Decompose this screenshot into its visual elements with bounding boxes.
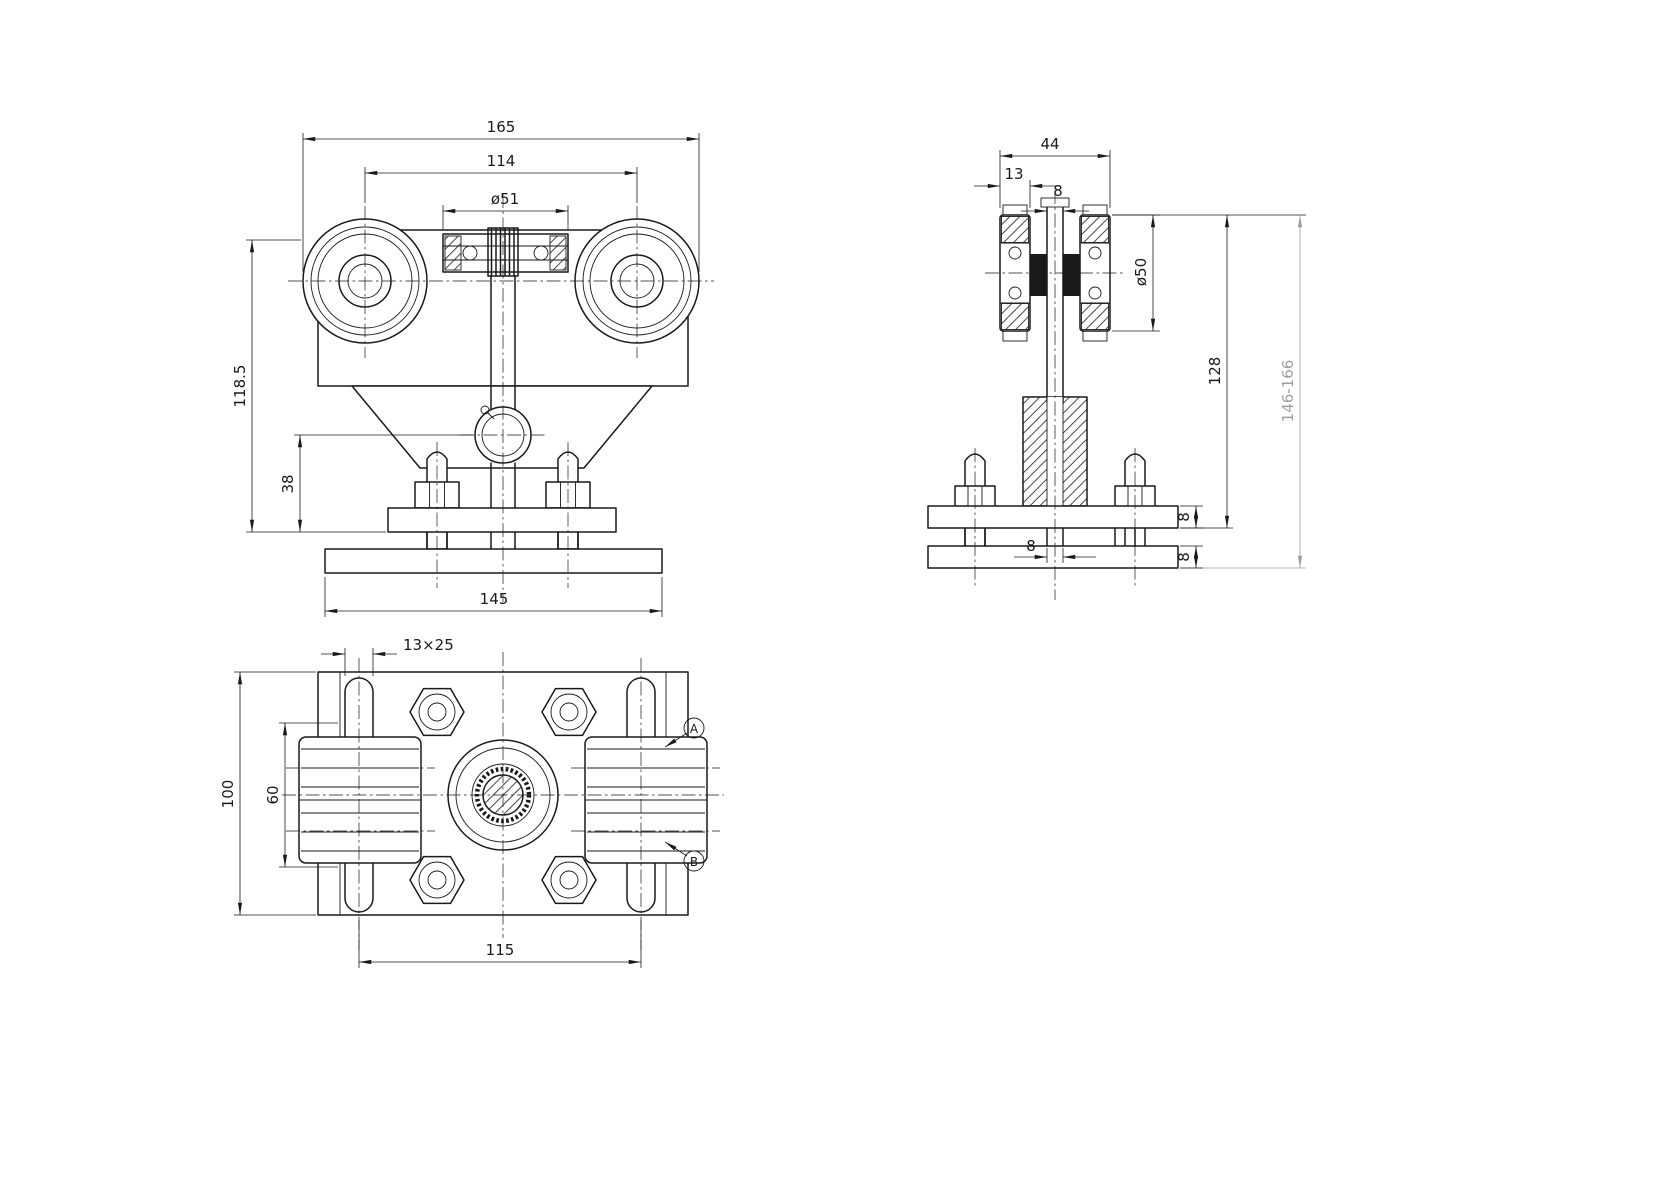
side-centerlines	[974, 190, 1136, 600]
datum-a-text: A	[690, 722, 699, 736]
dim-60-label: 60	[264, 785, 282, 804]
datum-b-text: B	[690, 855, 698, 869]
side-dimensions: 44 13 8 ø50 1	[974, 135, 1306, 569]
dim-128-label: 128	[1206, 357, 1224, 386]
dim-wheel-distance-114: 114	[364, 152, 638, 203]
dim-bearing-diameter-51: ø51	[442, 190, 569, 229]
front-base-plate	[324, 548, 663, 574]
top-centerlines	[282, 652, 724, 950]
front-upper-plate	[387, 507, 617, 533]
dim-range-label: 146-166	[1279, 360, 1297, 423]
dim-inner-spacing-60: 60	[264, 722, 338, 868]
dim-slot-label: 13×25	[403, 636, 454, 654]
side-gap-segments	[964, 527, 1136, 547]
dim-overall-height-118-5: 118.5	[231, 239, 386, 533]
dim-8-top-label: 8	[1053, 182, 1063, 200]
front-dimensions: 165 114 ø51 118.5	[231, 118, 700, 617]
dim-top-plate-8: 8	[1175, 505, 1203, 529]
dim-44-label: 44	[1040, 135, 1059, 153]
top-view: A B 13×25	[219, 636, 724, 968]
front-centerlines	[288, 194, 714, 602]
circlip-detail	[480, 405, 495, 420]
side-bottom-plate	[927, 545, 1179, 569]
dim-8-plate1-label: 8	[1175, 512, 1193, 522]
side-view: 44 13 8 ø50 1	[927, 135, 1306, 600]
dim-114-label: 114	[487, 152, 516, 170]
dim-hub-height-38: 38	[279, 434, 473, 532]
side-wheel-left	[999, 204, 1031, 342]
side-wheel-right	[1079, 204, 1111, 342]
dim-d50-label: ø50	[1132, 258, 1150, 286]
dim-bottom-plate-8: 8	[1175, 545, 1203, 569]
dim-slot-13x25: 13×25	[321, 636, 454, 676]
dim-115-label: 115	[486, 941, 515, 959]
dim-8-stud-label: 8	[1026, 537, 1036, 555]
top-dimensions: 13×25 100 60 115	[219, 636, 642, 968]
dim-wheel-diameter-50: ø50	[1112, 214, 1160, 332]
side-top-plate	[927, 505, 1179, 529]
dim-wheel-width-13: 13	[974, 165, 1056, 208]
dim-plate-depth-100: 100	[219, 671, 316, 916]
dim-stud-top-8: 8	[1021, 182, 1089, 214]
dim-d51-label: ø51	[491, 190, 519, 208]
dim-145-label: 145	[480, 590, 509, 608]
side-hub-spacers	[1030, 254, 1080, 296]
datum-label-a: A	[664, 717, 705, 748]
top-roller-right	[584, 736, 708, 864]
dim-overall-width-165: 165	[302, 118, 700, 272]
front-top-bearing	[442, 227, 569, 277]
dim-height-range-146-166: 146-166	[1180, 215, 1306, 569]
dim-stud-bottom-8: 8	[1014, 537, 1096, 563]
side-stud	[1040, 197, 1070, 403]
dim-38-label: 38	[279, 474, 297, 493]
front-view: 165 114 ø51 118.5	[231, 118, 714, 617]
dim-base-plate-145: 145	[324, 577, 663, 617]
dim-165-label: 165	[487, 118, 516, 136]
dim-8-plate2-label: 8	[1175, 552, 1193, 562]
front-gap-segments	[426, 462, 579, 550]
front-suspension-pin	[490, 275, 516, 415]
top-roller-left	[298, 736, 422, 864]
dim-slot-distance-115: 115	[358, 920, 642, 968]
dim-assembly-width-44: 44	[999, 135, 1111, 208]
dim-13-label: 13	[1004, 165, 1023, 183]
datum-label-b: B	[664, 841, 705, 872]
dim-100-label: 100	[219, 780, 237, 809]
dim-118-5-label: 118.5	[231, 365, 249, 408]
